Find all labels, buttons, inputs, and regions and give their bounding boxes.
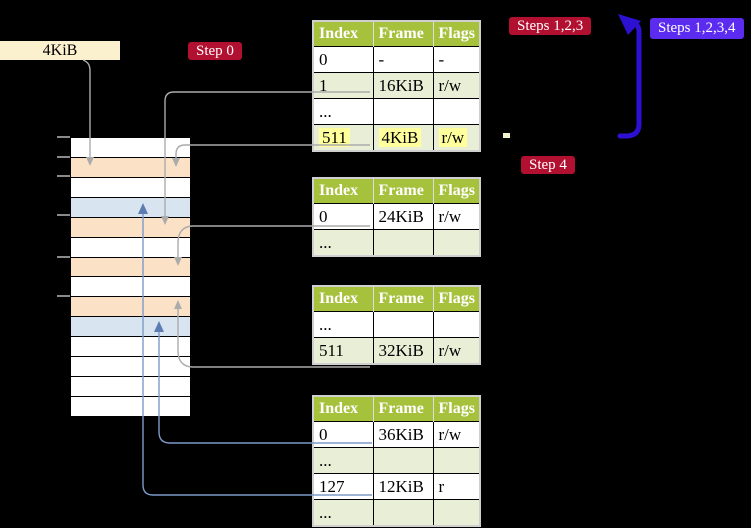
memory-strip [70, 137, 191, 417]
table-cell: - [372, 46, 433, 73]
table-cell: ... [313, 311, 373, 338]
memory-row-peach [71, 156, 190, 177]
table-cell: 127 [313, 473, 373, 500]
table-cell: 4KiB [372, 124, 433, 151]
table-cell: 24KiB [372, 203, 433, 230]
label-steps-1-2-3-4: Steps 1,2,3,4 [650, 18, 744, 39]
table-cell: ... [313, 447, 373, 474]
column-header: Frame [372, 396, 433, 422]
memory-row-white [71, 376, 190, 396]
table-cell: 0 [313, 46, 373, 73]
memory-row-blue [71, 196, 190, 217]
highlighted-value: r/w [438, 127, 468, 147]
memory-row-white [71, 395, 190, 416]
column-header: Flags [432, 396, 480, 422]
memory-row-white [71, 236, 190, 257]
memory-row-white [71, 138, 190, 157]
label-steps-1-2-3: Steps 1,2,3 [509, 17, 592, 35]
highlighted-value: 511 [319, 127, 350, 147]
label-step-0: Step 0 [188, 42, 242, 60]
column-header: Index [313, 178, 373, 204]
column-header: Index [313, 396, 373, 422]
table-cell [432, 447, 480, 474]
column-header: Flags [432, 178, 480, 204]
table-cell [372, 499, 433, 526]
memory-row-peach [71, 216, 190, 237]
table-cell: 0 [313, 421, 373, 448]
memory-row-blue [71, 316, 190, 337]
column-header: Index [313, 286, 373, 312]
memory-row-white [71, 176, 190, 197]
memory-row-peach [71, 296, 190, 317]
table-cell [432, 311, 480, 338]
table-cell: r/w [432, 421, 480, 448]
table-row: ... [313, 229, 480, 256]
table-cell: r/w [432, 203, 480, 230]
table-cell [372, 98, 433, 125]
table-cell: ... [313, 229, 373, 256]
table-cell: ... [313, 499, 373, 526]
address-ticks [57, 136, 70, 297]
table-row: ... [313, 98, 480, 125]
page-size-box: 4KiB [0, 41, 120, 60]
steps-flow-arrow [617, 14, 642, 139]
table-cell: 16KiB [372, 72, 433, 99]
highlight-artifact-mark [503, 133, 510, 138]
table-cell: 511 [313, 337, 373, 364]
table-row: 511 4KiB r/w [313, 124, 480, 151]
memory-row-white [71, 356, 190, 377]
table-cell: 32KiB [372, 337, 433, 364]
column-header: Index [313, 21, 373, 47]
table-row: 0-- [313, 46, 480, 73]
table-cell: 36KiB [372, 421, 433, 448]
table-cell [432, 499, 480, 526]
column-header: Flags [432, 286, 480, 312]
table-cell: r/w [432, 337, 480, 364]
table-cell: r/w [432, 124, 480, 151]
memory-row-white [71, 336, 190, 357]
table-cell [432, 98, 480, 125]
memory-row-peach [71, 256, 190, 277]
column-header: Frame [372, 178, 433, 204]
table-row: ... [313, 447, 480, 474]
table-cell: 0 [313, 203, 373, 230]
table-cell: - [432, 46, 480, 73]
column-header: Frame [372, 286, 433, 312]
table-cell: r [432, 473, 480, 500]
table-cell: 1 [313, 72, 373, 99]
table-cell: 12KiB [372, 473, 433, 500]
column-header: Flags [432, 21, 480, 47]
column-header: Frame [372, 21, 433, 47]
highlighted-value: 4KiB [378, 127, 422, 147]
memory-row-white [71, 276, 190, 297]
table-cell: 511 [313, 124, 373, 151]
table-cell: r/w [432, 72, 480, 99]
table-cell [372, 311, 433, 338]
table-row: ... [313, 499, 480, 526]
table-cell [372, 447, 433, 474]
label-step-4: Step 4 [521, 156, 575, 174]
table-cell [432, 229, 480, 256]
table-row: ... [313, 311, 480, 338]
table-cell: ... [313, 98, 373, 125]
table-cell [372, 229, 433, 256]
